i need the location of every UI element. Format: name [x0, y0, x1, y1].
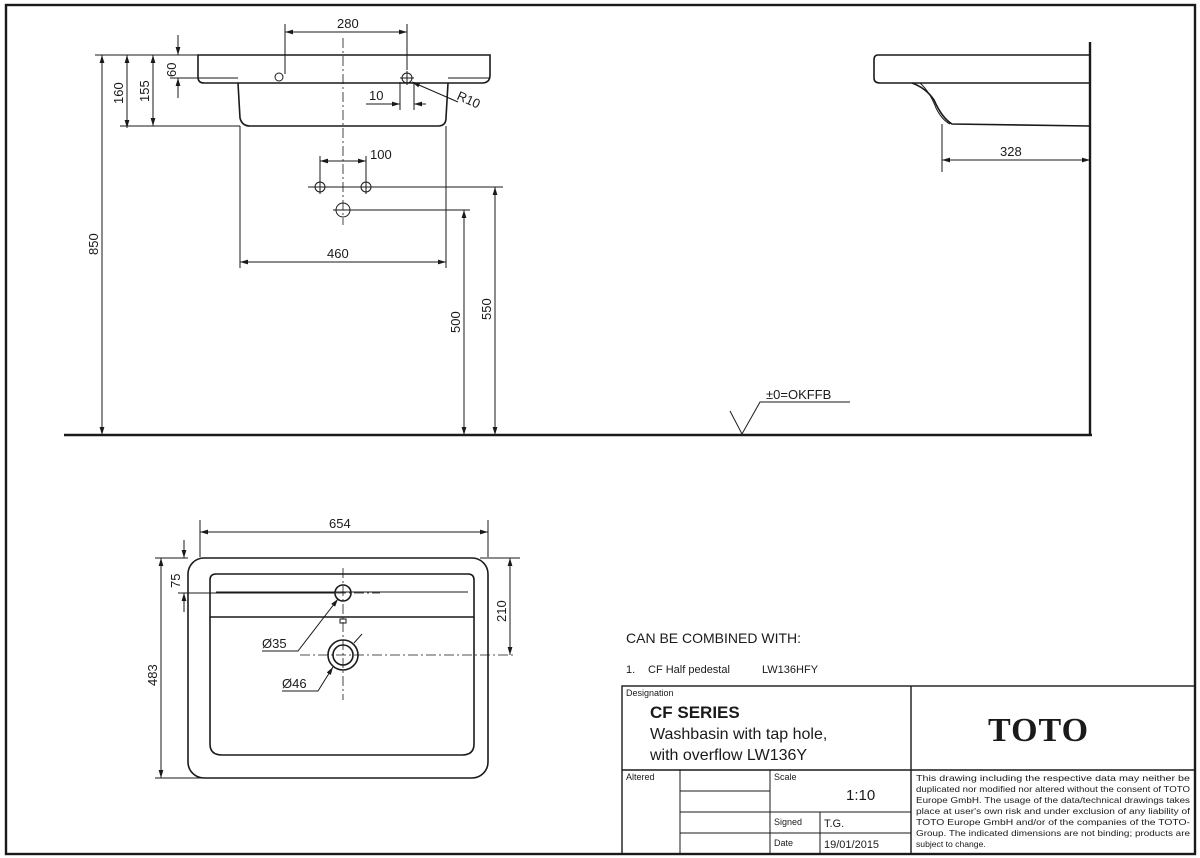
date-value: 19/01/2015: [824, 839, 879, 851]
dim-850: 850: [86, 233, 101, 255]
dim-10: 10: [369, 88, 383, 103]
signed-value: T.G.: [824, 818, 844, 830]
plan-view: 654 75 483 210 Ø35 Ø46: [145, 516, 520, 779]
signed-label: Signed: [774, 817, 802, 827]
front-elevation-view: 280 10 R10 60 155 160 850: [86, 16, 503, 435]
dim-dia35: Ø35: [262, 636, 287, 651]
title-block: Designation CF SERIES Washbasin with tap…: [621, 685, 1196, 855]
product-line-1: Washbasin with tap hole,: [650, 726, 827, 743]
dim-328: 328: [1000, 144, 1022, 159]
date-label: Date: [774, 838, 793, 848]
disclaimer-line: subject to change.: [916, 839, 986, 849]
product-line-2: with overflow LW136Y: [649, 747, 807, 764]
side-elevation-view: 328: [873, 42, 1092, 435]
dim-75: 75: [168, 574, 183, 588]
dim-483: 483: [145, 664, 160, 686]
dim-654: 654: [329, 516, 351, 531]
combined-item-label: CF Half pedestal: [648, 664, 730, 676]
dim-210: 210: [494, 600, 509, 622]
floor-reference: ±0=OKFFB: [766, 387, 831, 402]
dim-r10: R10: [455, 88, 483, 111]
combined-item-number: 1.: [626, 664, 635, 676]
dim-280: 280: [337, 16, 359, 31]
disclaimer-line: This drawing including the respective da…: [916, 773, 1190, 783]
series-title: CF SERIES: [650, 703, 740, 722]
dim-500: 500: [448, 311, 463, 333]
dim-460: 460: [327, 246, 349, 261]
scale-label: Scale: [774, 772, 797, 782]
disclaimer-line: TOTO Europe GmbH and/or of the companies…: [916, 817, 1190, 827]
combined-item-code: LW136HFY: [762, 664, 819, 676]
dim-155: 155: [137, 80, 152, 102]
dim-100: 100: [370, 147, 392, 162]
scale-value: 1:10: [846, 787, 875, 804]
altered-label: Altered: [626, 772, 655, 782]
toto-logo: TOTO: [988, 712, 1089, 749]
dim-550: 550: [479, 298, 494, 320]
disclaimer-line: Group. The indicated dimensions are not …: [916, 828, 1190, 838]
disclaimer-line: place at user's own risk and under exclu…: [916, 806, 1191, 816]
disclaimer-line: Europe GmbH. The usage of the data/techn…: [916, 795, 1190, 805]
dim-60: 60: [164, 63, 179, 77]
sheet-border: [4, 3, 1197, 856]
dim-dia46: Ø46: [282, 676, 307, 691]
dim-160: 160: [111, 82, 126, 104]
combined-heading: CAN BE COMBINED WITH:: [626, 630, 801, 646]
disclaimer-line: duplicated nor modified nor altered with…: [916, 784, 1190, 794]
designation-label: Designation: [626, 688, 674, 698]
